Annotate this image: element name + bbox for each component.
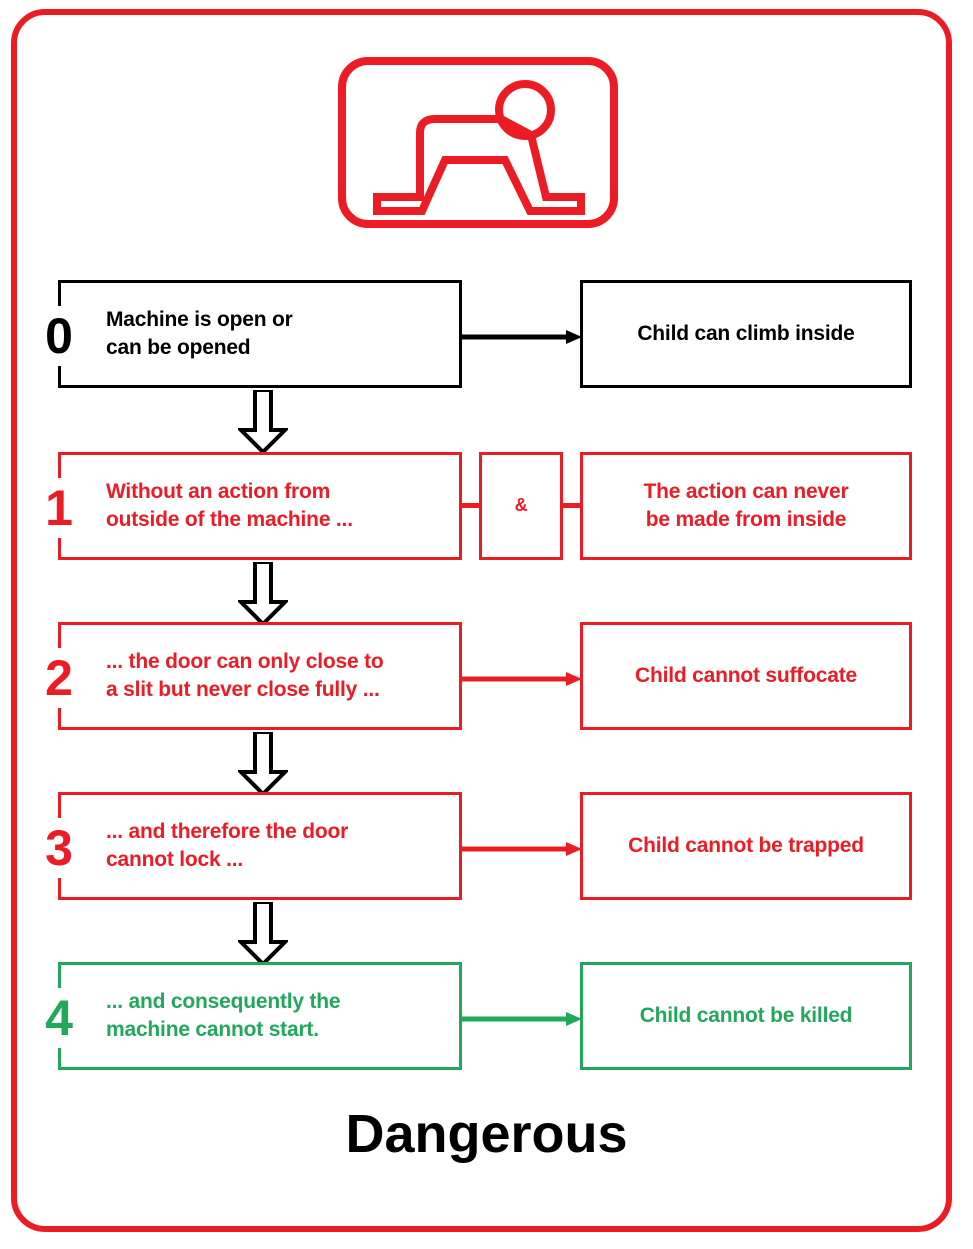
consequence-text-1: The action can never be made from inside [643,480,849,531]
consequence-text-2: Child cannot suffocate [635,664,857,688]
condition-text-0: Machine is open or can be opened [106,308,293,359]
condition-text-4: ... and consequently the machine cannot … [106,990,341,1041]
diagram-row-3: ... and therefore the door cannot lock .… [0,792,973,904]
condition-text-1: Without an action from outside of the ma… [106,480,353,531]
down-arrow-3-to-4 [236,900,290,967]
diagram-title: Dangerous [345,1104,628,1164]
condition-box-4[interactable]: ... and consequently the machine cannot … [58,962,462,1070]
consequence-text-3: Child cannot be trapped [628,834,864,858]
condition-text-3: ... and therefore the door cannot lock .… [106,820,349,871]
connector-arrow-2 [462,672,582,686]
and-connector-left [461,503,481,508]
connector-arrow-0 [462,330,582,344]
child-climbing-into-machine-pictogram [338,57,618,228]
and-gate-box[interactable]: & [479,452,563,560]
and-gate-label: & [514,495,528,516]
and-connector-right [561,503,582,508]
consequence-box-3[interactable]: Child cannot be trapped [580,792,912,900]
down-arrow-0-to-1 [236,388,290,455]
consequence-box-1[interactable]: The action can never be made from inside [580,452,912,560]
condition-text-2: ... the door can only close to a slit bu… [106,650,384,701]
diagram-row-4: ... and consequently the machine cannot … [0,962,973,1074]
consequence-text-4: Child cannot be killed [639,1004,853,1028]
condition-box-3[interactable]: ... and therefore the door cannot lock .… [58,792,462,900]
condition-box-2[interactable]: ... the door can only close to a slit bu… [58,622,462,730]
connector-arrow-4 [462,1012,582,1026]
consequence-box-0[interactable]: Child can climb inside [580,280,912,388]
consequence-box-4[interactable]: Child cannot be killed [580,962,912,1070]
step-number-4: 4 [38,988,80,1048]
diagram-row-2: ... the door can only close to a slit bu… [0,622,973,734]
down-arrow-2-to-3 [236,730,290,797]
connector-arrow-3 [462,842,582,856]
condition-box-0[interactable]: Machine is open or can be opened [58,280,462,388]
consequence-box-2[interactable]: Child cannot suffocate [580,622,912,730]
step-number-3: 3 [38,818,80,878]
outer-frame-border [11,9,952,1232]
condition-box-1[interactable]: Without an action from outside of the ma… [58,452,462,560]
step-number-0: 0 [38,306,80,366]
diagram-row-1: Without an action from outside of the ma… [0,452,973,564]
step-number-1: 1 [38,478,80,538]
consequence-text-0: Child can climb inside [637,322,855,346]
diagram-row-0: Machine is open or can be opened 0 Child… [0,280,973,392]
down-arrow-1-to-2 [236,560,290,627]
step-number-2: 2 [38,648,80,708]
